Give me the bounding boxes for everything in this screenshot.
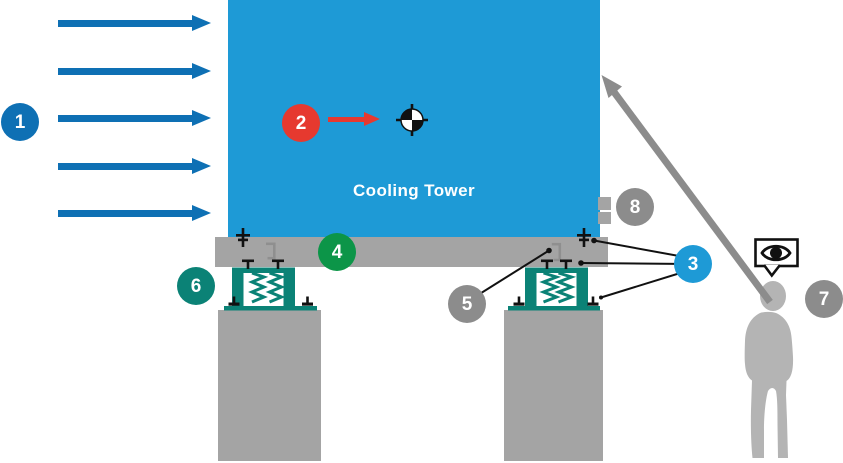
arrow-shaft (58, 20, 194, 27)
callout-4: 4 (318, 233, 356, 271)
wind-arrow-icon (58, 15, 211, 32)
callout-2: 2 (282, 104, 320, 142)
arrow-shaft (58, 162, 194, 170)
callout-3-number: 3 (687, 253, 699, 275)
arrow-shaft (58, 210, 194, 217)
callout-8: 8 (616, 188, 654, 226)
eye-icon (760, 244, 792, 262)
support-rail-beam (215, 237, 608, 267)
callout-2-number: 2 (295, 112, 307, 134)
callout-3: 3 (674, 245, 712, 283)
wind-arrow-icon (58, 62, 211, 80)
wind-arrow-icon (58, 205, 211, 222)
spring-isolator-icon-left (224, 259, 317, 311)
callout-6: 6 (177, 267, 215, 305)
arrow-head (192, 205, 211, 221)
callout-6-number: 6 (190, 275, 202, 297)
spring-icon (539, 271, 562, 304)
cg-pointer-arrow-icon (328, 111, 380, 128)
tower-label: Cooling Tower (353, 181, 475, 200)
observer-eye-bubble (754, 238, 799, 278)
arrow-shaft (328, 116, 364, 123)
callout-7-number: 7 (818, 288, 830, 310)
pedestal-right (504, 310, 603, 461)
pedestal-left (218, 310, 321, 461)
spring-icon (554, 271, 577, 304)
leader-dot (599, 295, 603, 300)
arrow-head (192, 15, 211, 31)
attachment-pad-bottom (598, 211, 611, 224)
arrow-shaft (58, 115, 194, 122)
arrow-head (192, 62, 211, 79)
arrow-head (192, 110, 211, 126)
spring-isolator-icon-right (508, 259, 600, 311)
callout-8-number: 8 (629, 196, 641, 218)
wind-arrow-icon (58, 110, 211, 127)
callout-5-number: 5 (461, 293, 473, 315)
attachment-pad-top (598, 197, 611, 210)
wind-arrow-icon (58, 157, 211, 175)
callout-7: 7 (805, 280, 843, 318)
spring-icon (248, 271, 269, 304)
spring-icon (265, 271, 286, 304)
callout-1-number: 1 (14, 111, 26, 133)
arrow-shaft (58, 67, 194, 75)
observer-person (744, 281, 794, 458)
arrow-head (192, 157, 211, 174)
callout-1: 1 (1, 103, 39, 141)
callout-5: 5 (448, 285, 486, 323)
callout-4-number: 4 (331, 241, 343, 263)
arrow-head (364, 112, 380, 126)
